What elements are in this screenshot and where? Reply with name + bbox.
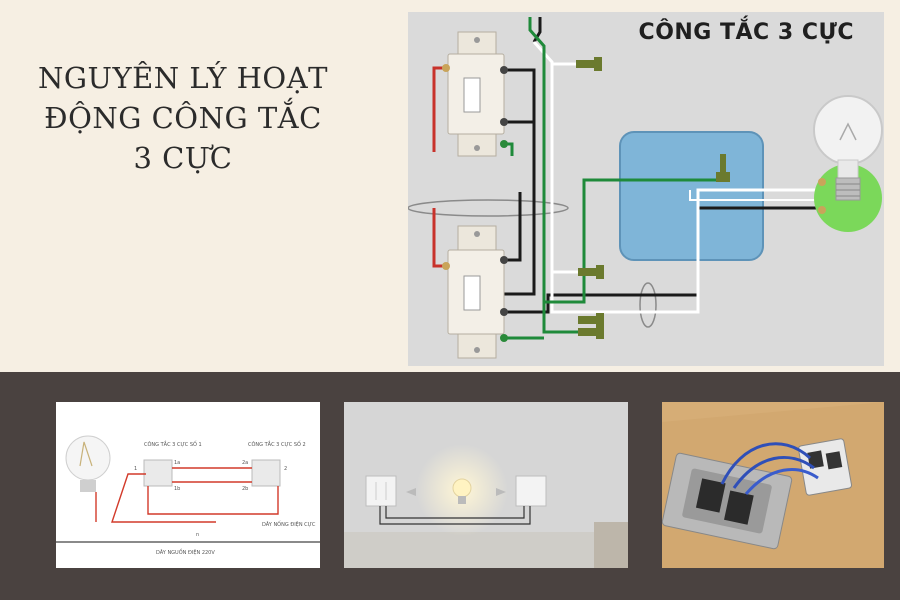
thumb-switch-left: [365, 475, 397, 507]
arrow-right-icon: [496, 488, 506, 496]
black-wire-4: [504, 206, 818, 314]
switch-1-terminal-a: [442, 64, 450, 72]
label-terminal-2b: 2b: [242, 486, 248, 492]
switch-2-terminal-b: [500, 256, 508, 264]
schematic-switch-2: [251, 459, 281, 487]
switch-1: [442, 31, 508, 157]
schematic-bulb-icon: [65, 435, 111, 492]
thumb-bulb-icon: [452, 478, 472, 498]
blue-wire-1: [720, 442, 812, 485]
top-section: NGUYÊN LÝ HOẠT ĐỘNG CÔNG TẮC 3 CỰC: [18, 12, 884, 366]
ground-screw-3: [578, 313, 604, 327]
label-switch2: CÔNG TẮC 3 CỰC SỐ 2: [248, 440, 306, 448]
switch-module: [797, 438, 853, 496]
ground-screw-1: [576, 57, 602, 71]
switch-1-ground: [500, 140, 508, 148]
hot-wire-bottom: [432, 208, 446, 268]
label-terminal-1: 1: [134, 466, 137, 472]
arrow-left-icon: [406, 488, 416, 496]
switch-2-terminal-c: [500, 308, 508, 316]
label-wire-note: DÂY NỐNG ĐIỆN CỰC: [262, 520, 316, 528]
neutral-wire-box: [689, 190, 818, 201]
bulb-terminal-top: [818, 178, 826, 186]
wall-switches-canvas: [344, 402, 628, 568]
diagram-heading: CÔNG TẮC 3 CỰC: [638, 20, 854, 45]
blue-wire-3: [744, 468, 819, 495]
title-line-2: ĐỘNG CÔNG TẮC: [44, 101, 322, 135]
ground-wire-box: [544, 178, 720, 304]
label-terminal-1b: 1b: [174, 486, 180, 492]
schematic-switch-1: [143, 459, 173, 487]
thumbnail-wiring-schematic: CÔNG TẮC 3 CỰC SỐ 1 CÔNG TẮC 3 CỰC SỐ 2 …: [56, 402, 320, 568]
label-supply: DÂY NGUỒN ĐIỆN 220V: [156, 547, 215, 556]
light-bulb: [813, 95, 883, 232]
three-way-switch-diagram: CÔNG TẮC 3 CỰC: [408, 12, 884, 366]
ground-screw-box: [716, 154, 730, 182]
thumb-switch-right: [515, 475, 547, 507]
thumbnail-switch-photo: [662, 402, 884, 568]
title-line-1: NGUYÊN LÝ HOẠT: [37, 61, 328, 95]
page-title: NGUYÊN LÝ HOẠT ĐỘNG CÔNG TẮC 3 CỰC: [18, 58, 348, 178]
thumbnail-wall-switches: [344, 402, 628, 568]
switch-2: [442, 225, 508, 359]
blue-wire-2: [732, 455, 815, 489]
black-wire-1: [504, 68, 536, 124]
label-switch1: CÔNG TẮC 3 CỰC SỐ 1: [144, 440, 202, 448]
label-terminal-2: 2: [284, 466, 287, 472]
title-line-3: 3 CỰC: [133, 141, 233, 175]
hot-wire-top: [432, 66, 446, 152]
diagram-canvas: [408, 17, 883, 359]
schematic-canvas: CÔNG TẮC 3 CỰC SỐ 1 CÔNG TẮC 3 CỰC SỐ 2 …: [56, 435, 320, 556]
ground-screw-2: [578, 265, 604, 279]
thumbnail-band: CÔNG TẮC 3 CỰC SỐ 1 CÔNG TẮC 3 CỰC SỐ 2 …: [0, 372, 900, 600]
label-terminal-2a: 2a: [242, 460, 248, 466]
switch-2-terminal-a: [442, 262, 450, 270]
switch-1-terminal-b: [500, 66, 508, 74]
switch-2-ground: [500, 334, 508, 342]
neutral-wire-main: [532, 40, 818, 314]
junction-box: [619, 131, 764, 261]
label-wire-n: n: [196, 532, 199, 538]
bulb-terminal-bottom: [818, 206, 826, 214]
ground-wire-main: [528, 17, 578, 334]
switch-photo-canvas: [662, 402, 884, 568]
switch-plate: [662, 452, 793, 550]
conduit-ellipse-right: [639, 282, 657, 328]
label-terminal-1a: 1a: [174, 460, 180, 466]
black-wire-2: [504, 70, 536, 296]
black-wire-5: [504, 192, 522, 262]
ground-screw-4: [578, 325, 604, 339]
conduit-ellipse-left: [408, 199, 569, 217]
switch-1-terminal-c: [500, 118, 508, 126]
